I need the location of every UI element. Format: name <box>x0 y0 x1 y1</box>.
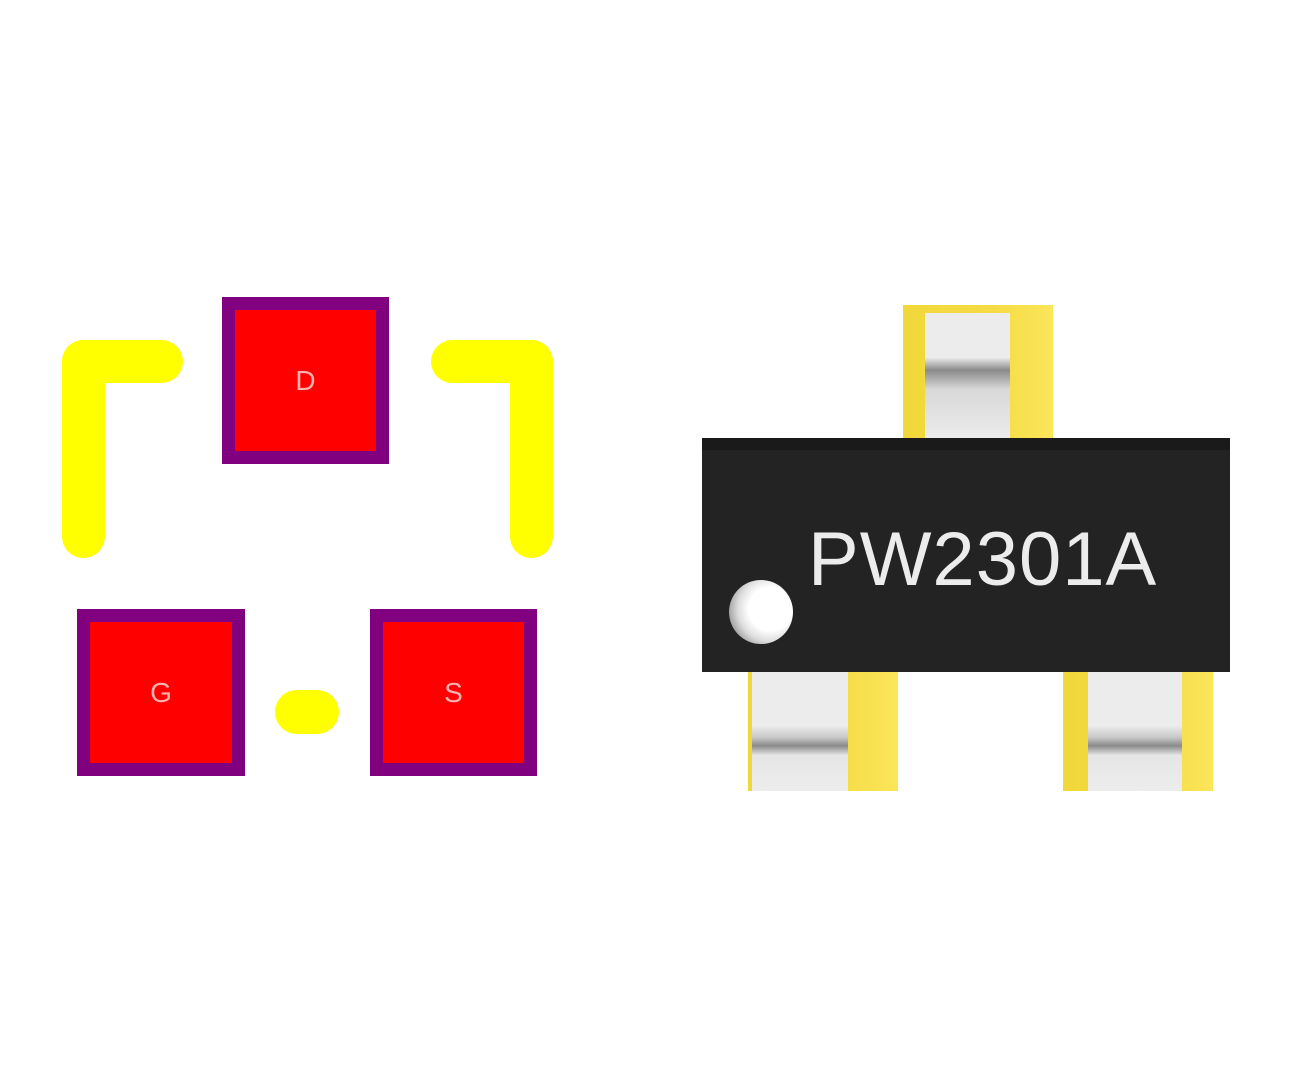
silkscreen-center-mark <box>275 690 339 734</box>
pad-label: G <box>150 676 172 708</box>
lead-top <box>925 313 1010 440</box>
lead-bottom-right <box>1088 672 1182 791</box>
pad-label: D <box>295 364 316 396</box>
pin1-indicator-dot <box>729 580 793 644</box>
part-marking: PW2301A <box>808 517 1158 602</box>
pad-gate[interactable]: G <box>77 609 245 776</box>
silkscreen-right-horizontal <box>431 340 553 383</box>
silkscreen-left-horizontal <box>62 340 183 383</box>
pad-drain[interactable]: D <box>222 297 389 464</box>
pad-label: S <box>444 676 463 708</box>
pad-source[interactable]: S <box>370 609 537 776</box>
lead-bottom-left <box>752 672 848 791</box>
package-body <box>702 438 1230 672</box>
